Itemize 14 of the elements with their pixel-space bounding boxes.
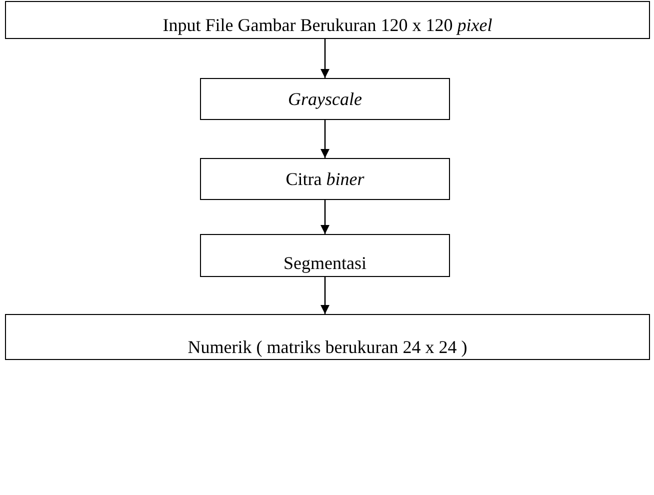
arrow <box>320 277 330 314</box>
process-box <box>200 158 450 200</box>
arrow <box>320 39 330 78</box>
arrow <box>320 120 330 158</box>
arrow <box>320 200 330 234</box>
box-label: Citra biner <box>286 168 364 190</box>
box-label: Grayscale <box>288 88 362 110</box>
process-box <box>5 1 650 39</box>
box-label: Numerik ( matriks berukuran 24 x 24 ) <box>188 337 468 358</box>
process-box <box>200 78 450 120</box>
box-label: Input File Gambar Berukuran 120 x 120 pixel <box>162 15 492 36</box>
process-box <box>5 314 650 360</box>
process-box <box>200 234 450 277</box>
box-label: Segmentasi <box>284 253 366 274</box>
